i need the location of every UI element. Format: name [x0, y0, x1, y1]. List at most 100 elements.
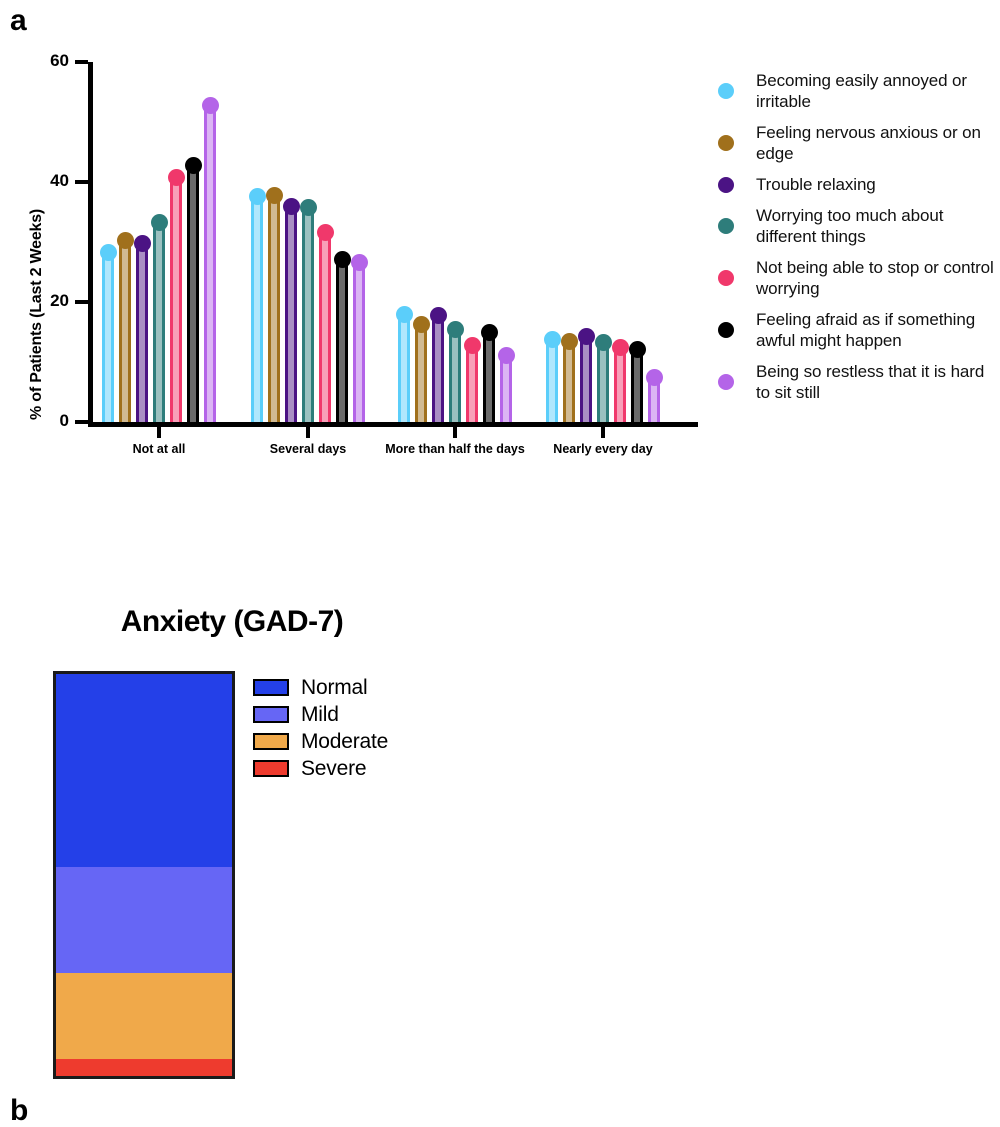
bar — [577, 328, 595, 422]
bar-cap-dot — [350, 254, 368, 272]
legend-item[interactable]: Feeling afraid as if something awful mig… — [718, 309, 998, 351]
y-axis-tick — [75, 420, 88, 424]
bar-cap-dot — [497, 347, 515, 365]
legend-item[interactable]: Normal — [253, 676, 388, 699]
legend-color-dot-icon — [718, 83, 734, 99]
bar — [333, 251, 351, 422]
bar-cap-dot — [201, 97, 219, 114]
bar-stem — [580, 338, 592, 422]
legend-item[interactable]: Being so restless that it is hard to sit… — [718, 361, 998, 403]
y-axis-tick-label: 60 — [50, 51, 69, 70]
bar — [645, 368, 663, 422]
legend-color-swatch-icon — [253, 706, 289, 723]
bar-cap-dot — [560, 332, 578, 350]
bar-cap-dot — [412, 316, 430, 333]
bar — [248, 188, 266, 422]
x-axis-line — [88, 422, 698, 427]
bar-cap-dot — [429, 307, 447, 324]
bar-stem — [319, 234, 331, 422]
bar-stem — [631, 351, 643, 422]
bar-stem — [546, 341, 558, 422]
bar — [133, 235, 151, 422]
bar-cap-dot — [133, 235, 151, 252]
legend-item-label: Normal — [301, 676, 368, 699]
bar-stem — [170, 179, 182, 422]
bar-stem — [398, 315, 410, 422]
legend-item[interactable]: Mild — [253, 703, 388, 726]
bar — [201, 97, 219, 422]
bar — [429, 307, 447, 422]
stacked-bar — [53, 671, 235, 1079]
bar-stem — [251, 198, 263, 422]
legend-item[interactable]: Trouble relaxing — [718, 174, 998, 195]
bar — [395, 305, 413, 422]
bar — [446, 320, 464, 422]
bar-stem — [336, 261, 348, 422]
legend-item[interactable]: Worrying too much about different things — [718, 205, 998, 247]
bar-cap-dot — [116, 232, 134, 249]
bar-cap-dot — [645, 368, 663, 386]
stacked-bar-segment — [56, 1059, 232, 1076]
legend-item-label: Worrying too much about different things — [756, 206, 944, 246]
legend-item[interactable]: Feeling nervous anxious or on edge — [718, 122, 998, 164]
x-axis-tick — [306, 427, 310, 438]
legend-item[interactable]: Severe — [253, 757, 388, 780]
legend-item-label: Becoming easily annoyed or irritable — [756, 71, 967, 111]
bar-stem — [204, 107, 216, 422]
bar — [611, 338, 629, 422]
x-axis-tick — [601, 427, 605, 438]
bar — [167, 169, 185, 422]
legend-item[interactable]: Moderate — [253, 730, 388, 753]
bar-cap-dot — [611, 338, 629, 356]
legend-color-swatch-icon — [253, 760, 289, 777]
panel-a-letter: a — [10, 4, 27, 37]
panel-b-letter: b — [10, 1094, 29, 1127]
bar — [184, 157, 202, 422]
bar-cap-dot — [150, 214, 168, 231]
legend-item-label: Mild — [301, 703, 339, 726]
bar-stem — [353, 264, 365, 422]
bar — [543, 331, 561, 422]
bar-cap-dot — [480, 323, 498, 341]
bar-stem — [153, 224, 165, 422]
bar — [350, 254, 368, 422]
bar-stem — [483, 333, 495, 422]
y-axis-tick — [75, 300, 88, 304]
x-axis-tick — [453, 427, 457, 438]
legend-color-swatch-icon — [253, 679, 289, 696]
legend-item[interactable]: Becoming easily annoyed or irritable — [718, 70, 998, 112]
bar-cap-dot — [628, 341, 646, 359]
bar — [497, 347, 515, 422]
legend-item-label: Moderate — [301, 730, 389, 753]
x-axis-category-label: More than half the days — [385, 442, 525, 456]
x-axis-tick — [157, 427, 161, 438]
bar-stem — [563, 342, 575, 422]
bar — [628, 341, 646, 422]
bar — [150, 214, 168, 422]
bar-stem — [415, 326, 427, 422]
bar — [116, 232, 134, 422]
bar-stem — [187, 167, 199, 422]
bar-stem — [614, 348, 626, 422]
y-axis-tick-label: 0 — [59, 411, 69, 430]
legend-color-dot-icon — [718, 135, 734, 151]
bar-cap-dot — [265, 187, 283, 204]
y-axis-tick-label: 20 — [50, 291, 69, 310]
legend-item[interactable]: Not being able to stop or control worryi… — [718, 257, 998, 299]
bar-cap-dot — [282, 197, 300, 215]
bar-stem — [268, 197, 280, 422]
bar-stem — [449, 330, 461, 422]
legend-color-dot-icon — [718, 374, 734, 390]
bar-cap-dot — [333, 251, 351, 269]
legend-item-label: Not being able to stop or control worryi… — [756, 258, 994, 298]
legend-color-swatch-icon — [253, 733, 289, 750]
legend-item-label: Feeling nervous anxious or on edge — [756, 123, 981, 163]
bar — [282, 197, 300, 422]
bar-stem — [432, 317, 444, 422]
bar-stem — [500, 357, 512, 422]
bar-cap-dot — [543, 331, 561, 348]
bar-stem — [285, 207, 297, 422]
